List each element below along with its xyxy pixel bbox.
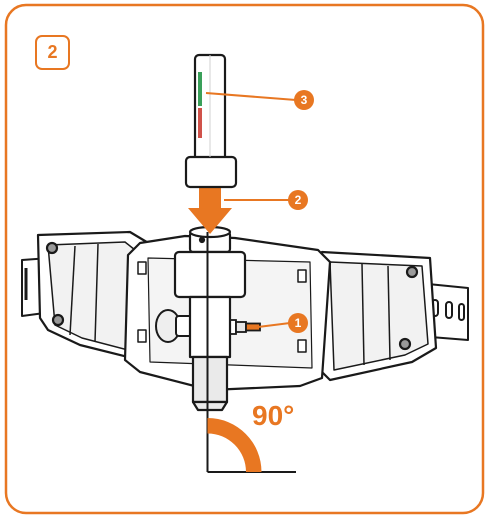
screw-icon (51, 313, 65, 327)
center-post (173, 225, 247, 412)
side-knob (155, 309, 199, 343)
gauge-tool (184, 53, 238, 189)
bracket-right-wing (316, 250, 438, 382)
insert-arrow-icon (188, 188, 232, 234)
screw-icon (45, 241, 59, 255)
callout-leaders (205, 92, 297, 328)
callout-2: 2 (288, 190, 308, 210)
right-angle-indicator (206, 232, 296, 473)
callout-3: 3 (294, 90, 314, 110)
step-number-badge: 2 (35, 35, 70, 70)
bracket-left-wing (36, 230, 152, 362)
callout-1: 1 (288, 313, 308, 333)
screw-icon (398, 337, 412, 351)
angle-label: 90° (252, 400, 295, 431)
screw-icon (405, 265, 419, 279)
